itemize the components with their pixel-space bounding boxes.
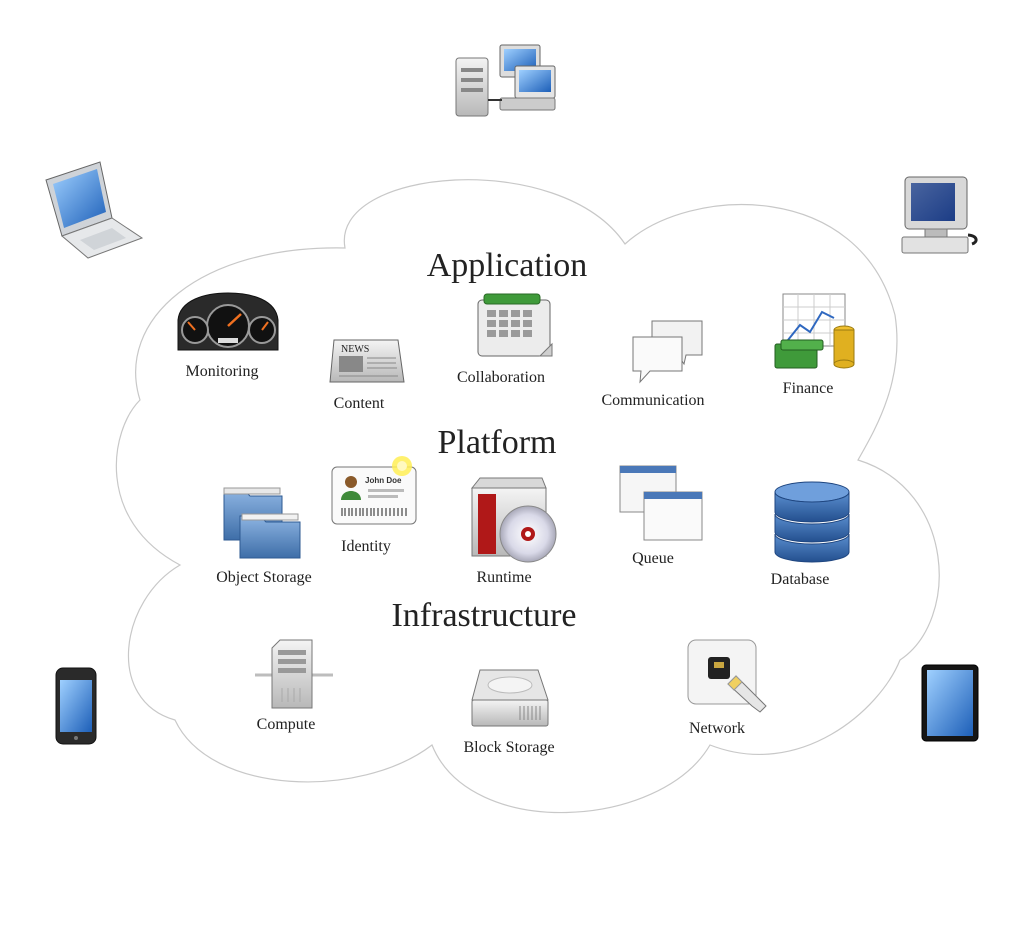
finance-icon — [774, 293, 855, 369]
tablet-icon — [921, 664, 979, 742]
service-label-communication: Communication — [601, 392, 704, 409]
service-label-finance: Finance — [783, 380, 834, 397]
network-jack-icon — [687, 639, 767, 713]
runtime-icon — [470, 477, 557, 563]
id-card-name: John Doe — [365, 476, 402, 485]
service-label-queue: Queue — [632, 550, 674, 567]
calendar-icon — [477, 293, 553, 357]
servers-icon — [455, 44, 556, 117]
layer-title-application: Application — [427, 247, 588, 284]
service-label-database: Database — [771, 571, 830, 588]
service-label-collaboration: Collaboration — [457, 369, 545, 386]
service-label-runtime: Runtime — [476, 569, 531, 586]
server-tower-icon — [255, 639, 333, 709]
hard-drive-icon — [471, 669, 549, 727]
layer-title-platform: Platform — [438, 424, 557, 461]
layer-title-infrastructure: Infrastructure — [391, 597, 576, 634]
windows-icon — [619, 465, 703, 541]
phone-icon — [55, 667, 97, 745]
laptop-icon — [45, 161, 144, 259]
service-label-identity: Identity — [341, 538, 391, 555]
folders-icon — [223, 487, 301, 559]
chat-bubbles-icon — [632, 320, 703, 384]
news-icon: NEWS — [329, 339, 405, 383]
service-label-object-storage: Object Storage — [216, 569, 312, 586]
monitoring-icon — [177, 292, 279, 351]
service-label-compute: Compute — [257, 716, 316, 733]
service-label-block-storage: Block Storage — [463, 739, 554, 756]
database-icon — [774, 481, 850, 563]
service-label-content: Content — [334, 395, 385, 412]
service-label-network: Network — [689, 720, 745, 737]
news-icon-text: NEWS — [341, 344, 369, 355]
id-card-icon: John Doe — [331, 456, 417, 525]
service-label-monitoring: Monitoring — [186, 363, 259, 380]
desktop-icon — [901, 176, 978, 254]
